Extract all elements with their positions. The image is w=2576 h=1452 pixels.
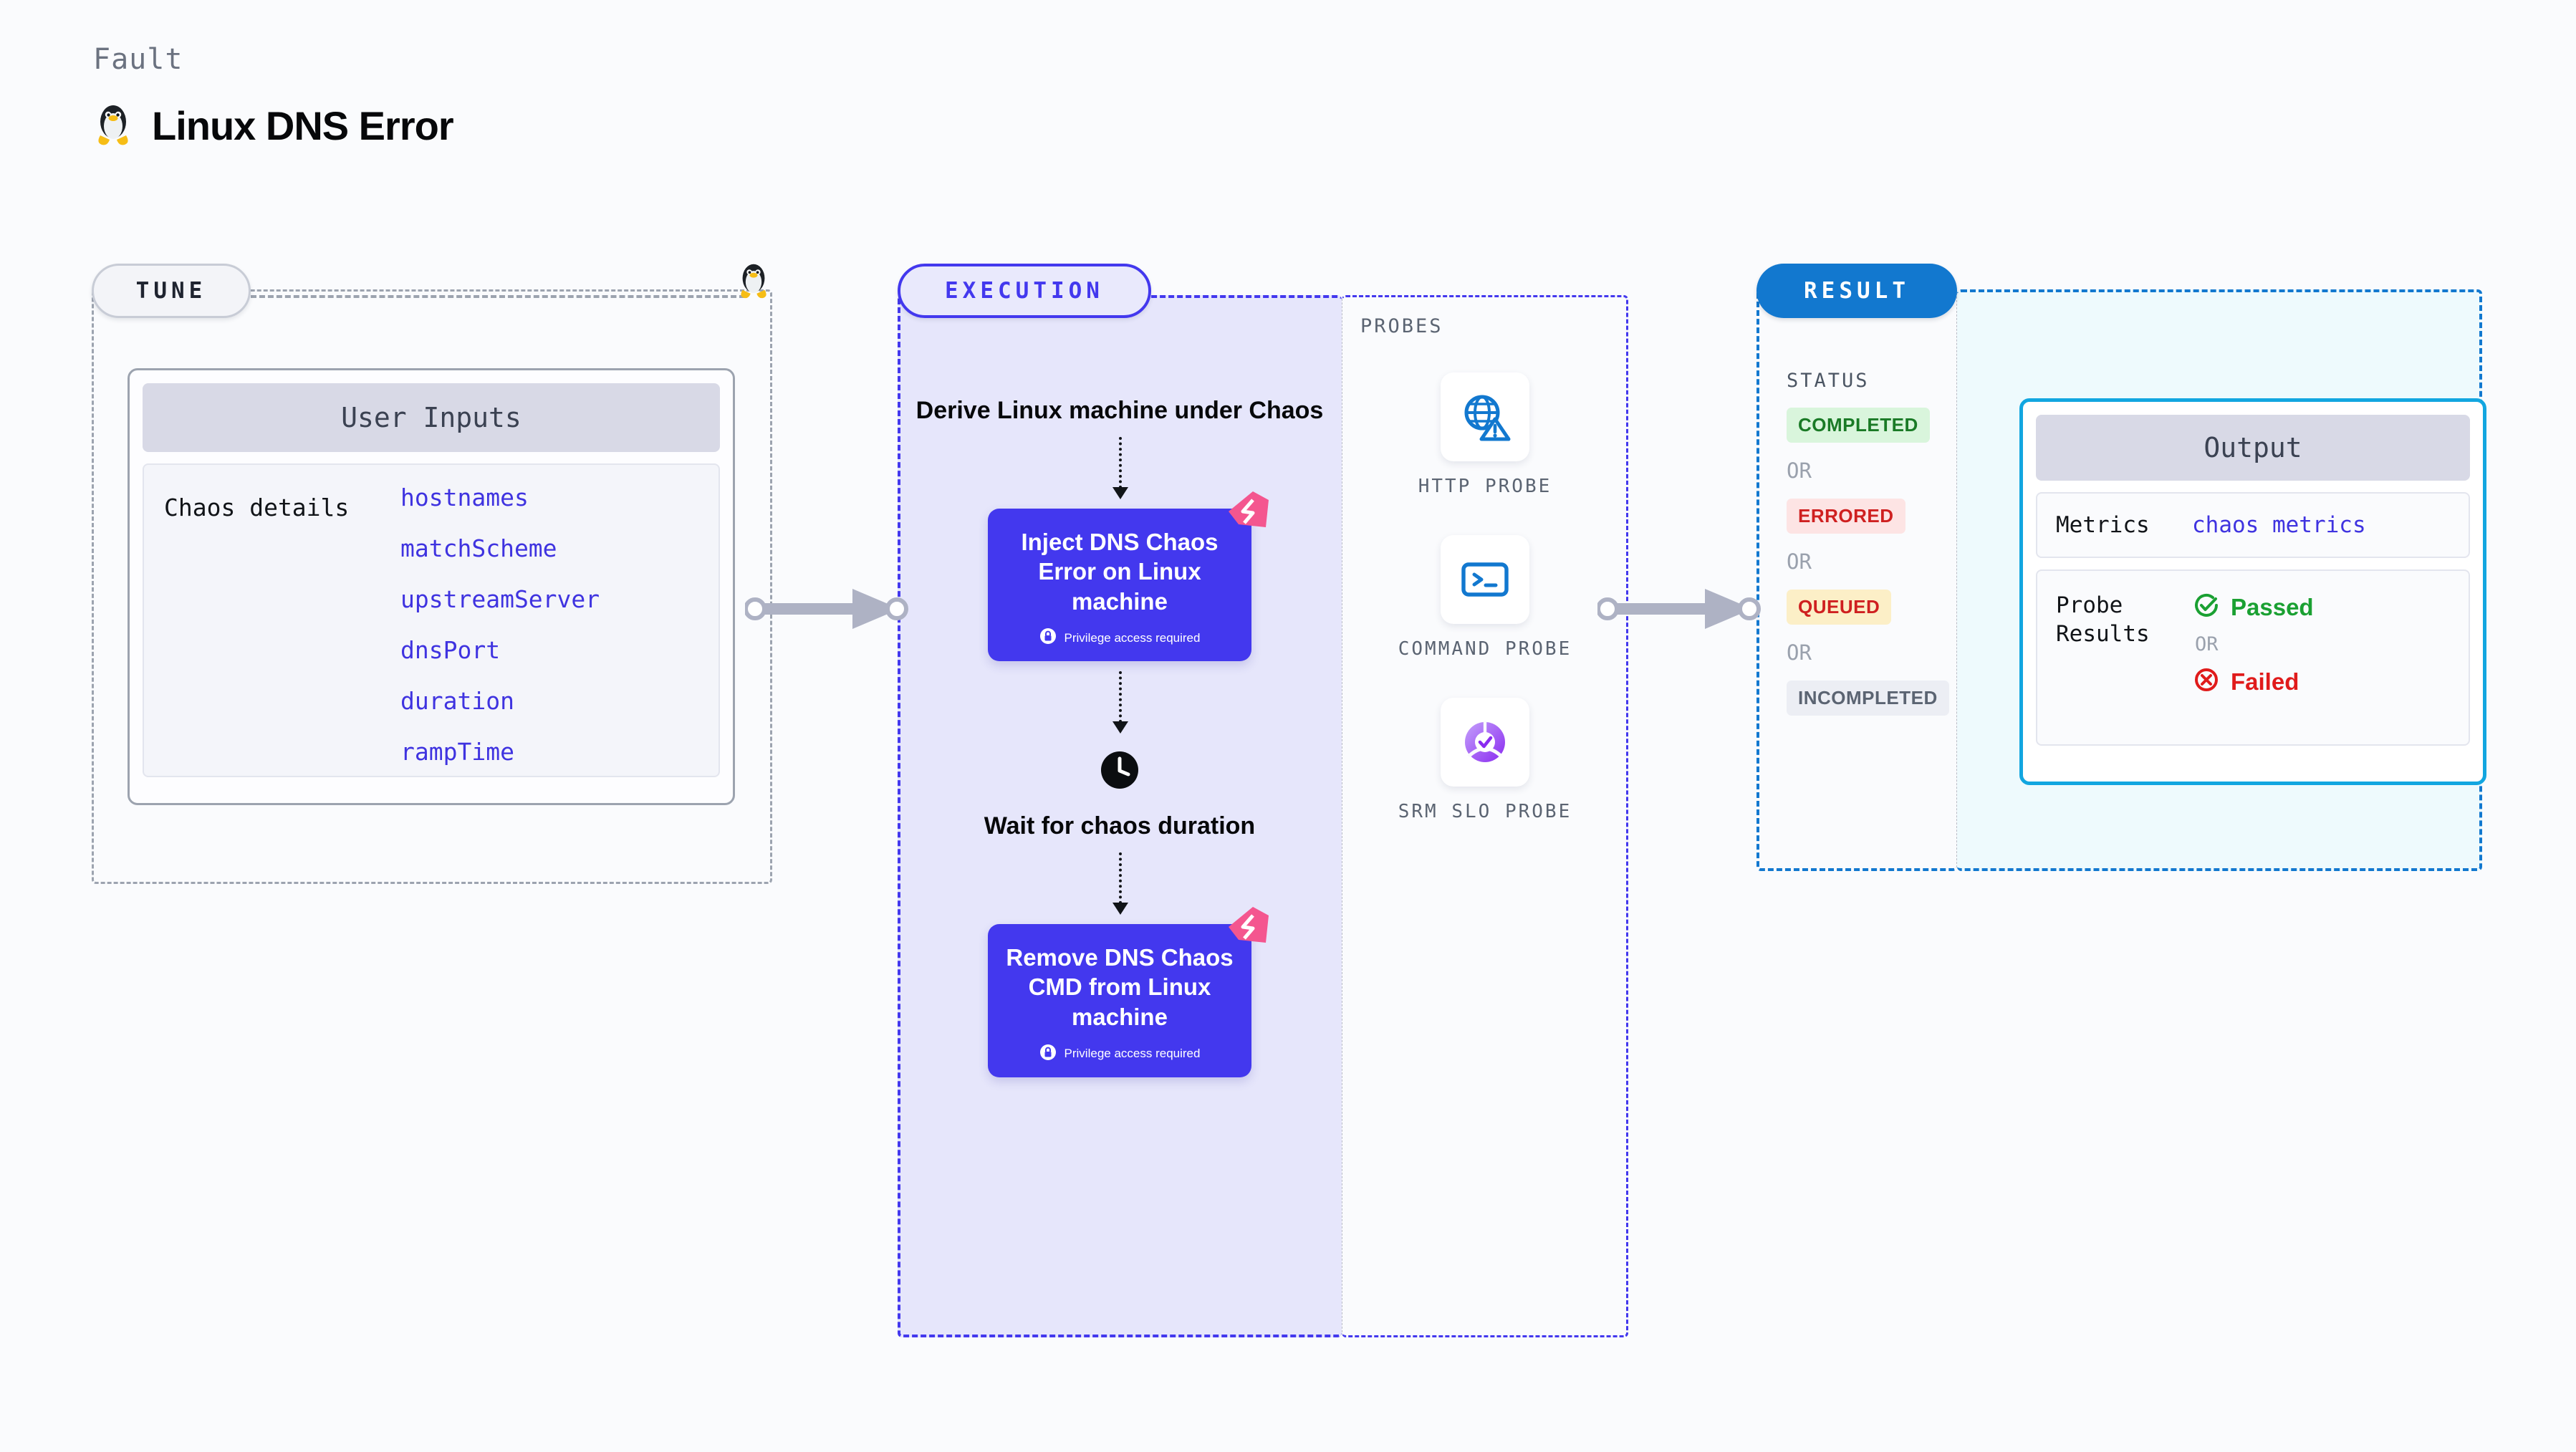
metrics-key: Metrics — [2056, 511, 2150, 538]
tune-linux-penguin-icon — [736, 259, 771, 304]
flow-arrow-down — [1112, 671, 1128, 734]
privilege-note-text: Privilege access required — [1064, 630, 1201, 645]
execution-to-result-arrow — [1596, 580, 1784, 641]
list-item[interactable]: hostnames — [400, 484, 529, 511]
remove-chaos-title: Remove DNS Chaos CMD from Linux machine — [1006, 943, 1234, 1030]
slo-donut-check-icon — [1441, 698, 1529, 787]
fault-title-row: Linux DNS Error — [93, 100, 454, 151]
tune-panel — [92, 289, 772, 884]
tune-to-execution-arrow — [744, 580, 931, 641]
probe-item-http[interactable]: HTTP PROBE — [1418, 372, 1552, 499]
privilege-note-row: Privilege access required — [1002, 628, 1237, 648]
probe-outcome-label: Failed — [2231, 668, 2299, 695]
status-badge: INCOMPLETED — [1787, 681, 1949, 716]
user-inputs-body: Chaos details hostnames matchScheme upst… — [143, 463, 720, 777]
privilege-note-row: Privilege access required — [1002, 1044, 1237, 1064]
metrics-row: Metrics chaos metrics — [2036, 492, 2470, 558]
probe-results-row: Probe Results Passed OR — [2036, 569, 2470, 746]
probe-outcome-list: Passed OR Failed — [2192, 591, 2314, 698]
x-circle-icon — [2192, 665, 2221, 698]
list-item[interactable]: dnsPort — [400, 636, 501, 664]
probes-list: HTTP PROBE COMMAND PROBE — [1342, 372, 1628, 824]
user-inputs-header: User Inputs — [143, 383, 720, 452]
probe-label: HTTP PROBE — [1418, 476, 1552, 497]
status-badge: COMPLETED — [1787, 408, 1930, 443]
fault-eyebrow-label: Fault — [93, 43, 183, 76]
or-separator: OR — [1787, 640, 1812, 665]
terminal-icon — [1441, 535, 1529, 625]
tune-connector-line — [251, 295, 745, 298]
probe-item-srm-slo[interactable]: SRM SLO PROBE — [1398, 698, 1572, 824]
status-column: STATUS COMPLETED OR ERRORED OR QUEUED OR… — [1787, 370, 1966, 716]
probe-label: COMMAND PROBE — [1398, 638, 1572, 660]
litmus-chaos-ribbon-icon — [1224, 490, 1272, 533]
chaos-details-label: Chaos details — [164, 494, 350, 521]
lock-icon — [1039, 1044, 1057, 1064]
wait-step-label: Wait for chaos duration — [984, 812, 1256, 840]
execution-flow: Derive Linux machine under Chaos Inject … — [898, 295, 1342, 1337]
tune-stage-badge[interactable]: TUNE — [92, 264, 251, 318]
inject-chaos-title: Inject DNS Chaos Error on Linux machine — [1021, 528, 1219, 615]
flow-arrow-down — [1112, 436, 1128, 499]
status-badge: ERRORED — [1787, 499, 1905, 534]
list-item[interactable]: upstreamServer — [400, 585, 600, 613]
user-inputs-card: User Inputs Chaos details hostnames matc… — [128, 368, 735, 805]
probe-outcome-failed: Failed — [2192, 665, 2314, 698]
list-item[interactable]: rampTime — [400, 738, 514, 766]
lock-icon — [1039, 628, 1057, 648]
list-item[interactable]: matchScheme — [400, 534, 557, 562]
globe-warning-icon — [1440, 372, 1529, 461]
probes-panel — [1342, 295, 1628, 1337]
derive-step-label: Derive Linux machine under Chaos — [915, 397, 1324, 424]
clock-icon — [1098, 749, 1141, 795]
list-item[interactable]: duration — [400, 687, 514, 715]
chaos-parameter-list: hostnames matchScheme upstreamServer dns… — [400, 484, 600, 776]
metrics-value[interactable]: chaos metrics — [2192, 512, 2366, 538]
output-header: Output — [2036, 415, 2470, 481]
page-header: Fault Linux DNS Error — [93, 43, 454, 151]
output-card: Output Metrics chaos metrics Probe Resul… — [2019, 398, 2486, 785]
privilege-note-text: Privilege access required — [1064, 1047, 1201, 1060]
check-circle-icon — [2192, 591, 2221, 623]
probe-label: SRM SLO PROBE — [1398, 801, 1572, 823]
status-badge: QUEUED — [1787, 590, 1892, 625]
or-separator: OR — [1787, 458, 1812, 483]
status-title: STATUS — [1787, 370, 1870, 392]
or-separator: OR — [1787, 549, 1812, 574]
probe-outcome-label: Passed — [2231, 593, 2314, 620]
probes-title: PROBES — [1360, 315, 1443, 337]
page-title: Linux DNS Error — [152, 103, 454, 148]
result-stage-badge[interactable]: RESULT — [1756, 264, 1957, 318]
flow-arrow-down — [1112, 852, 1128, 915]
or-separator: OR — [2195, 633, 2219, 655]
inject-chaos-card[interactable]: Inject DNS Chaos Error on Linux machine … — [988, 491, 1269, 662]
probe-results-key: Probe Results — [2056, 592, 2150, 648]
execution-stage-badge[interactable]: EXECUTION — [898, 264, 1151, 318]
remove-chaos-card[interactable]: Remove DNS Chaos CMD from Linux machine … — [988, 906, 1269, 1077]
linux-penguin-icon — [93, 100, 133, 151]
probe-outcome-passed: Passed — [2192, 591, 2314, 623]
litmus-chaos-ribbon-icon — [1224, 905, 1272, 948]
probe-item-command[interactable]: COMMAND PROBE — [1398, 535, 1572, 662]
